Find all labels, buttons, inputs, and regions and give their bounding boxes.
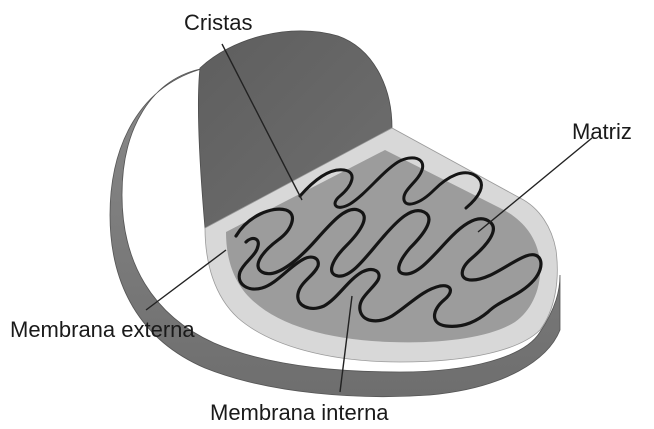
label-matriz: Matriz — [572, 121, 632, 143]
label-membrana-interna: Membrana interna — [210, 402, 389, 424]
label-cristas: Cristas — [184, 12, 252, 34]
label-membrana-externa: Membrana externa — [10, 319, 195, 341]
